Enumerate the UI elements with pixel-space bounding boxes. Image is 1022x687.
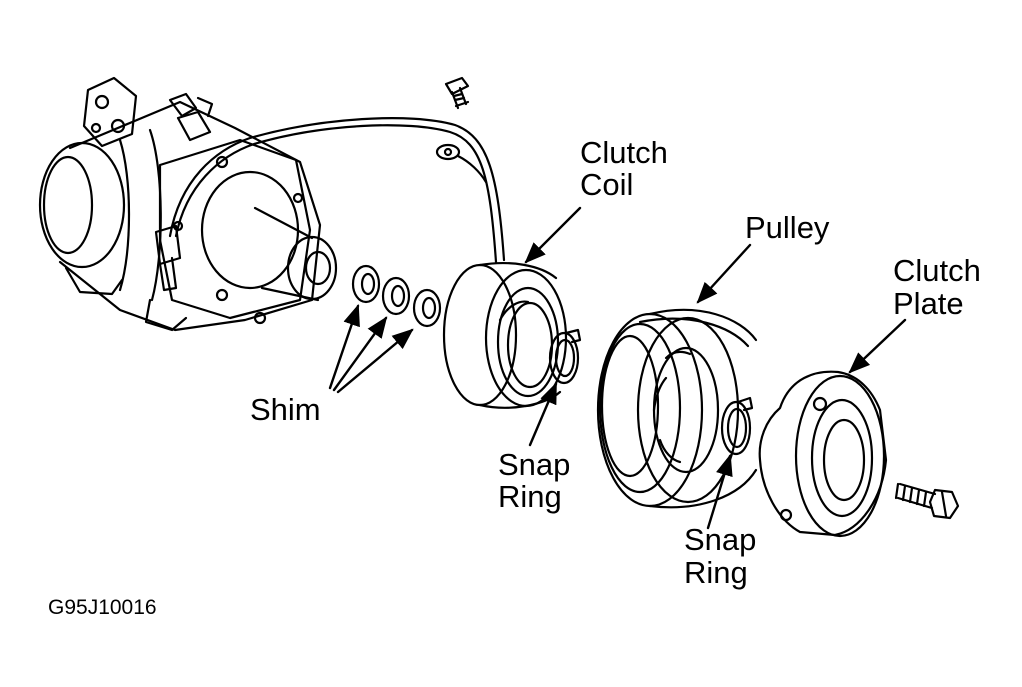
coil-lead-wire <box>168 117 506 264</box>
compressor-body <box>38 76 338 332</box>
snap-ring-part-2 <box>720 396 754 456</box>
clutch-plate-label-line1: Clutch <box>893 253 981 288</box>
bolt <box>894 482 960 520</box>
clutch-coil-label-line2: Coil <box>580 167 634 202</box>
shim-washers <box>351 264 442 328</box>
shim-label: Shim <box>250 392 321 427</box>
clutch-coil-label-line1: Clutch <box>580 135 668 170</box>
snap-ring-label-1-line2: Ring <box>498 479 562 514</box>
snap-ring-part-1 <box>548 328 582 385</box>
clutch-plate-part <box>758 370 888 538</box>
snap-ring-label-2-line2: Ring <box>684 555 748 590</box>
figure-code: G95J10016 <box>48 596 157 619</box>
snap-ring-label-2-line1: Snap <box>684 522 757 557</box>
screw <box>444 76 470 110</box>
clutch-coil-part <box>442 262 568 409</box>
pulley-part <box>596 308 758 509</box>
clutch-plate-label-line2: Plate <box>893 286 964 321</box>
leader-arrows <box>328 206 907 530</box>
snap-ring-label-1-line1: Snap <box>498 447 571 482</box>
pulley-label: Pulley <box>745 210 830 245</box>
